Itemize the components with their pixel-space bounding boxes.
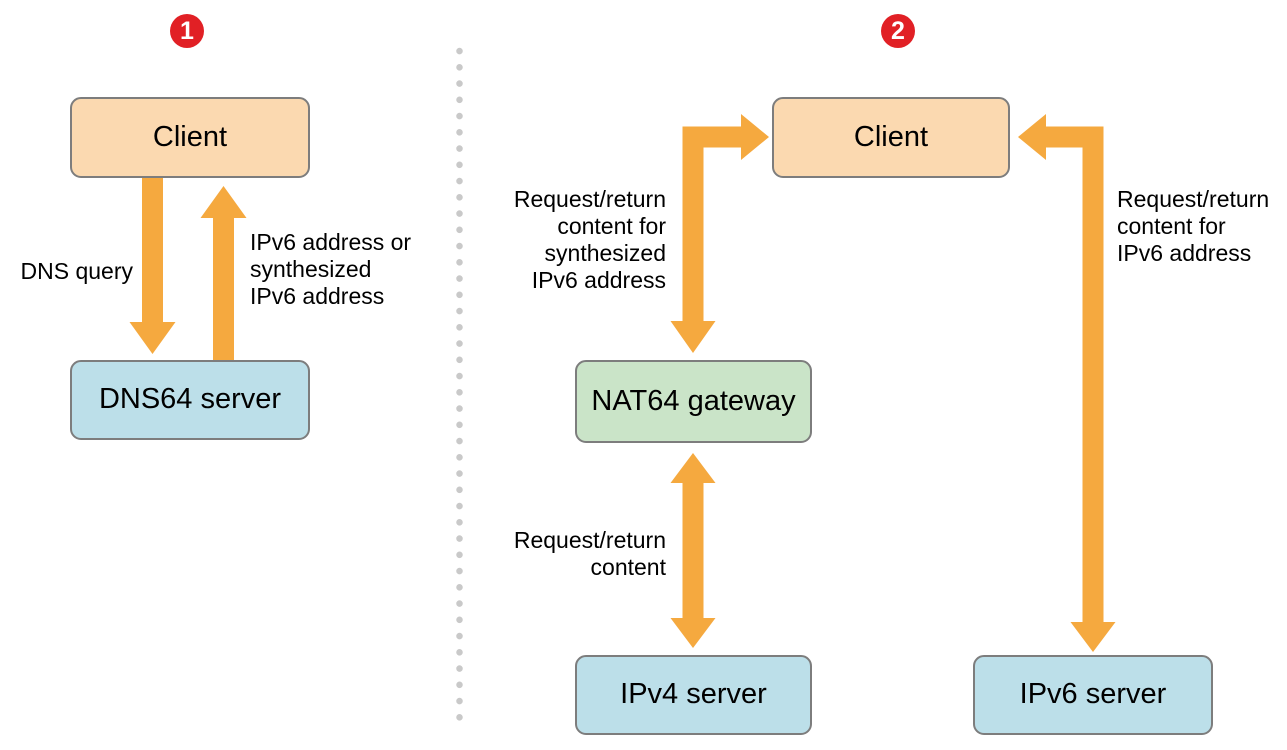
request-synthesized-label: Request/return content for synthesized I… [513, 186, 666, 293]
dns-query-arrow-icon [129, 178, 176, 354]
step-1-badge: 1 [170, 14, 204, 48]
dns64-response-arrow-icon [200, 186, 247, 360]
client-node-right: Client [772, 97, 1010, 178]
request-ipv6-label: Request/return content for IPv6 address [1117, 186, 1270, 266]
request-content-label: Request/return content [513, 527, 666, 580]
ipv4-server-node: IPv4 server [575, 655, 812, 735]
nat64-gateway-node: NAT64 gateway [575, 360, 812, 443]
step-2-badge: 2 [881, 14, 915, 48]
client-ipv6-arrow-icon [1018, 114, 1116, 652]
dns-query-label: DNS query [20, 258, 133, 284]
dns64-server-node: DNS64 server [70, 360, 310, 440]
ipv6-address-label: IPv6 address or synthesized IPv6 address [250, 229, 412, 309]
client-node-left: Client [70, 97, 310, 178]
nat64-ipv4-arrow-icon [670, 453, 716, 648]
client-nat64-arrow-icon [670, 114, 769, 353]
ipv6-server-node: IPv6 server [973, 655, 1213, 735]
